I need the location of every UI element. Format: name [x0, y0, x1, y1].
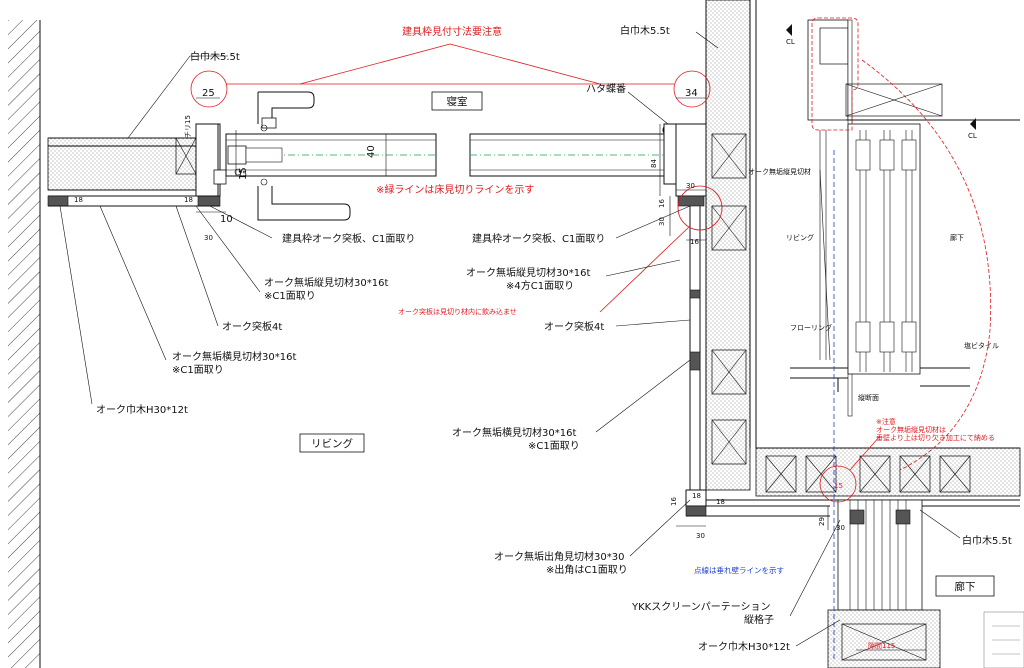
- note-green-line: ※緑ラインは床見切りラインを示す: [376, 183, 534, 196]
- corner-inset: [983, 611, 1024, 668]
- dim-18c: 18: [692, 492, 701, 500]
- dimension-texts: 25 34 40 84 チリ15 15 15 10 30 30 30 16 16…: [74, 88, 895, 650]
- label-oak-baseboard-1: オーク巾木H30*12t: [96, 403, 188, 416]
- label-ykk-a: YKKスクリーンパーテーション: [631, 601, 771, 613]
- dim-30c: 30: [658, 217, 666, 226]
- note-mini-caution-1: ※注意: [876, 417, 896, 426]
- material-labels: 白巾木5.5t 白巾木5.5t 白巾木5.5t ハタ蝶番 建具枠オーク突板、C1…: [96, 24, 1020, 653]
- left-structural-wall: [8, 20, 41, 668]
- leader-lines: [59, 31, 961, 647]
- label-frame-veneer-2: 建具枠オーク突板、C1面取り: [472, 232, 605, 245]
- dim-34: 34: [685, 88, 698, 99]
- label-vert-trim-1a: オーク無垢縦見切材30*16t: [264, 276, 388, 289]
- note-mini-caution-2: オーク無垢縦見切材は: [876, 425, 946, 434]
- label-mini-flooring: フローリング: [790, 323, 832, 332]
- dim-16b: 16: [690, 238, 699, 246]
- label-white-baseboard-2: 白巾木5.5t: [620, 24, 670, 37]
- partition-wall-horizontal: [47, 123, 227, 207]
- room-labels: 寝室 リビング 廊下 リビング 廊下: [299, 91, 995, 597]
- label-white-baseboard-1: 白巾木5.5t: [190, 50, 240, 63]
- label-horiz-trim-2b: ※C1面取り: [528, 440, 580, 452]
- red-callouts: [190, 43, 881, 503]
- label-cl-2: CL: [968, 132, 977, 140]
- dim-18b: 18: [184, 196, 193, 204]
- label-mini-section: 縦断面: [858, 393, 879, 402]
- dim-15b: 15: [238, 170, 247, 178]
- label-frame-veneer-1: 建具枠オーク突板、C1面取り: [282, 232, 415, 245]
- dim-15c: 15: [834, 482, 843, 490]
- dimension-lines: [196, 97, 926, 651]
- door-leaf: [225, 91, 707, 221]
- label-white-baseboard-3: 白巾木5.5t: [962, 534, 1012, 547]
- label-vert-trim-2a: オーク無垢縦見切材30*16t: [466, 266, 590, 279]
- mini-room-living: リビング: [786, 233, 814, 242]
- dim-25: 25: [202, 88, 215, 99]
- dim-30e: 30: [836, 524, 845, 532]
- dim-16a: 16: [658, 199, 666, 208]
- label-oak-veneer-1: オーク突板4t: [222, 320, 282, 333]
- label-mini-vert-trim: オーク無垢縦見切材: [748, 167, 811, 176]
- dim-18a: 18: [74, 196, 83, 204]
- partition-wall-vertical: [685, 0, 1021, 668]
- dim-16c: 16: [670, 497, 678, 506]
- room-bedroom: 寝室: [447, 95, 468, 108]
- mini-room-corridor: 廊下: [950, 233, 964, 242]
- label-mini-tile: 塩ビタイル: [964, 341, 999, 350]
- label-vert-trim-1b: ※C1面取り: [264, 290, 316, 302]
- label-ykk-b: 縦格子: [744, 613, 774, 626]
- label-hinge: ハタ蝶番: [586, 82, 626, 95]
- room-living: リビング: [311, 437, 353, 450]
- dim-10: 10: [220, 214, 233, 225]
- label-corner-trim-a: オーク無垢出角見切材30*30: [494, 550, 624, 563]
- label-corner-trim-b: ※出角はC1面取り: [546, 563, 628, 576]
- note-frame-dim-caution: 建具枠見付寸法要注意: [402, 25, 502, 38]
- note-dotted-line: 点線は垂れ壁ラインを示す: [694, 565, 784, 575]
- label-oak-baseboard-2: オーク巾木H30*12t: [698, 640, 790, 653]
- dim-30b: 30: [686, 182, 695, 190]
- dim-40: 40: [366, 145, 377, 158]
- dim-15: 15: [238, 167, 249, 180]
- label-cl-1: CL: [786, 38, 795, 46]
- dim-gap: 隙間115: [868, 641, 895, 650]
- dim-chiri: チリ15: [184, 115, 192, 138]
- label-vert-trim-2b: ※4方C1面取り: [506, 279, 574, 292]
- dim-84: 84: [650, 159, 658, 168]
- note-mini-caution-3: 垂壁より上は切り欠き加工にて納める: [876, 433, 995, 442]
- dim-18d: 18: [716, 498, 725, 506]
- label-horiz-trim-1a: オーク無垢横見切材30*16t: [172, 350, 296, 363]
- dim-30d: 30: [696, 532, 705, 540]
- label-horiz-trim-2a: オーク無垢横見切材30*16t: [452, 426, 576, 439]
- note-veneer-inside: オーク突板は見切り材内に飲み込ませ: [398, 307, 517, 316]
- label-oak-veneer-2: オーク突板4t: [544, 320, 604, 333]
- room-corridor: 廊下: [955, 580, 976, 593]
- dim-30a: 30: [204, 234, 213, 242]
- label-horiz-trim-1b: ※C1面取り: [172, 364, 224, 376]
- mini-section-detail: [786, 17, 1020, 660]
- dim-29: 29: [818, 517, 826, 526]
- notes: 建具枠見付寸法要注意 ※緑ラインは床見切りラインを示す オーク突板は見切り材内に…: [376, 25, 995, 575]
